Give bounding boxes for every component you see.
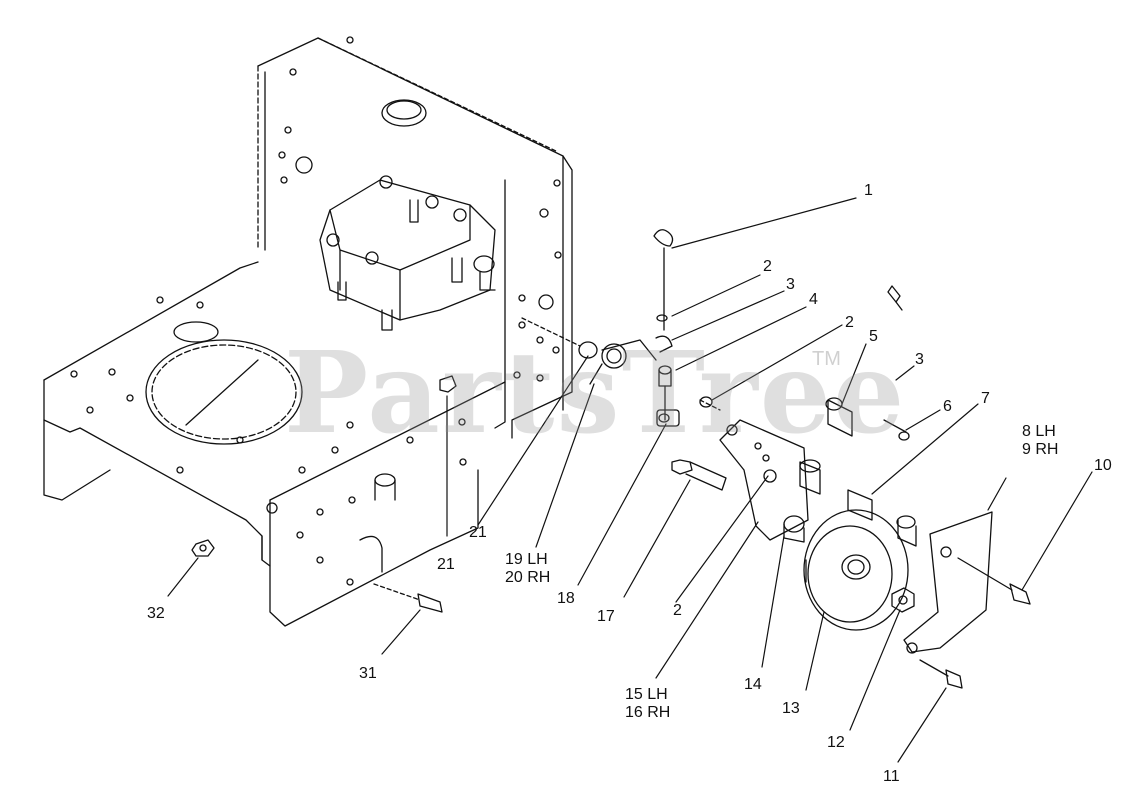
- callout-2: 2: [673, 602, 682, 619]
- callout-3: 3: [915, 351, 924, 368]
- frame-back-plate: [257, 36, 573, 439]
- callout-21: 21: [469, 524, 487, 541]
- callout-5: 5: [869, 328, 878, 345]
- linkage-parts: [521, 229, 1031, 689]
- callout-10: 10: [1094, 457, 1112, 474]
- callout-13: 13: [782, 700, 800, 717]
- callout-21: 21: [437, 556, 455, 573]
- callout-2: 2: [845, 314, 854, 331]
- callout-14: 14: [744, 676, 762, 693]
- leader-lines: [167, 197, 1093, 763]
- callout-15-16: 15 LH 16 RH: [625, 686, 671, 721]
- frame-base-plate: [43, 261, 506, 627]
- callout-1: 1: [864, 182, 873, 199]
- callout-31: 31: [359, 665, 377, 682]
- trademark-symbol: TM: [812, 348, 841, 370]
- fastener-parts: [191, 375, 457, 613]
- callout-11: 11: [883, 768, 900, 785]
- callout-6: 6: [943, 398, 952, 415]
- callout-18: 18: [557, 590, 575, 607]
- callout-8-9: 8 LH 9 RH: [1022, 423, 1059, 458]
- callout-19-20: 19 LH 20 RH: [505, 551, 551, 586]
- callout-12: 12: [827, 734, 845, 751]
- transmission-gearbox: [319, 175, 496, 331]
- callout-17: 17: [597, 608, 615, 625]
- callout-4: 4: [809, 291, 818, 308]
- callout-2: 2: [763, 258, 772, 275]
- callout-7: 7: [981, 390, 990, 407]
- callout-3: 3: [786, 276, 795, 293]
- callout-32: 32: [147, 605, 165, 622]
